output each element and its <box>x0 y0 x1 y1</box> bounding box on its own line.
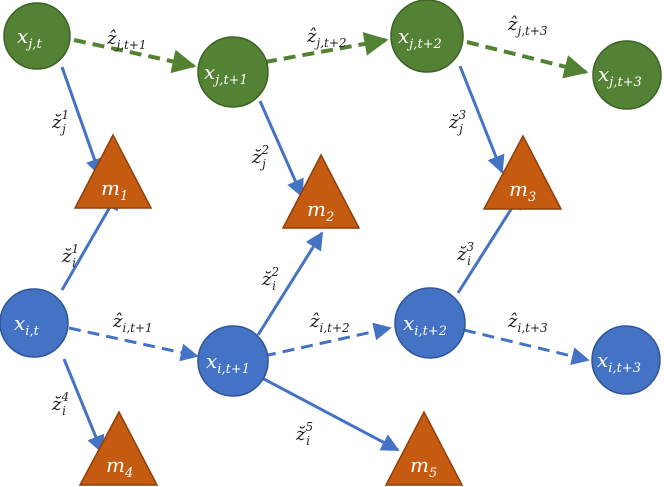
svg-text:m5: m5 <box>410 453 437 481</box>
node-x-i-t2: xi,t+2 <box>394 287 466 359</box>
node-x-j-t: xj,t <box>3 2 71 70</box>
svg-text:xi,t+2: xi,t+2 <box>403 311 447 339</box>
svg-text:m4: m4 <box>106 453 133 481</box>
edge-odom-j-t2-t3 <box>466 40 589 79</box>
svg-text:xj,t+3: xj,t+3 <box>598 62 642 90</box>
edge-obs-xj-t1-m2 <box>258 100 304 198</box>
svg-text:m2: m2 <box>307 197 334 225</box>
edge-obs-xj-t-m1 <box>60 66 104 177</box>
node-x-j-t2: xj,t+2 <box>390 0 464 73</box>
edge-odom-j-t-t1 <box>73 38 197 74</box>
edge-odom-j-t1-t2 <box>264 32 389 64</box>
edge-obs-xi-t-m1 <box>60 191 120 291</box>
svg-text:xj,t+2: xj,t+2 <box>398 24 442 52</box>
landmark-m1: m1 <box>73 133 153 209</box>
label-zhat-j-t3: ẑj,t+3 <box>507 14 548 38</box>
edge-odom-i-t1-t2 <box>263 322 392 358</box>
svg-text:xi,t+3: xi,t+3 <box>597 348 641 376</box>
landmark-m3: m3 <box>482 134 563 210</box>
edge-obs-xi-t1-m5 <box>261 376 400 452</box>
landmark-m5: m5 <box>384 410 464 486</box>
node-x-i-t1: xi,t+1 <box>197 325 269 397</box>
edge-odom-i-t-t1 <box>68 326 199 362</box>
label-zhat-j-t2: ẑj,t+2 <box>306 26 347 50</box>
edge-obs-xj-t2-m3 <box>458 65 505 174</box>
landmark-m4: m4 <box>78 410 159 486</box>
svg-text:xj,t+1: xj,t+1 <box>204 60 248 88</box>
label-zhat-i-t3: ẑi,t+3 <box>507 311 548 335</box>
landmark-m2: m2 <box>281 153 361 229</box>
svg-text:xi,t: xi,t <box>14 311 40 339</box>
svg-text:m1: m1 <box>101 176 128 204</box>
label-zhat-j-t1: ẑj,t+1 <box>106 28 147 52</box>
node-x-j-t3: xj,t+3 <box>592 40 662 110</box>
svg-text:xi,t+1: xi,t+1 <box>206 349 250 377</box>
label-zhat-i-t2: ẑi,t+2 <box>309 311 350 335</box>
edge-obs-xi-t1-m2 <box>256 231 324 336</box>
node-x-j-t1: xj,t+1 <box>197 36 269 108</box>
svg-text:m3: m3 <box>509 177 536 205</box>
node-x-i-t: xi,t <box>0 288 69 358</box>
edge-obs-xi-t-m4 <box>62 358 105 454</box>
label-zhat-i-t1: ẑi,t+1 <box>112 311 153 335</box>
svg-text:xj,t: xj,t <box>17 24 42 52</box>
node-x-i-t3: xi,t+3 <box>591 325 661 395</box>
edge-odom-i-t2-t3 <box>463 328 590 365</box>
